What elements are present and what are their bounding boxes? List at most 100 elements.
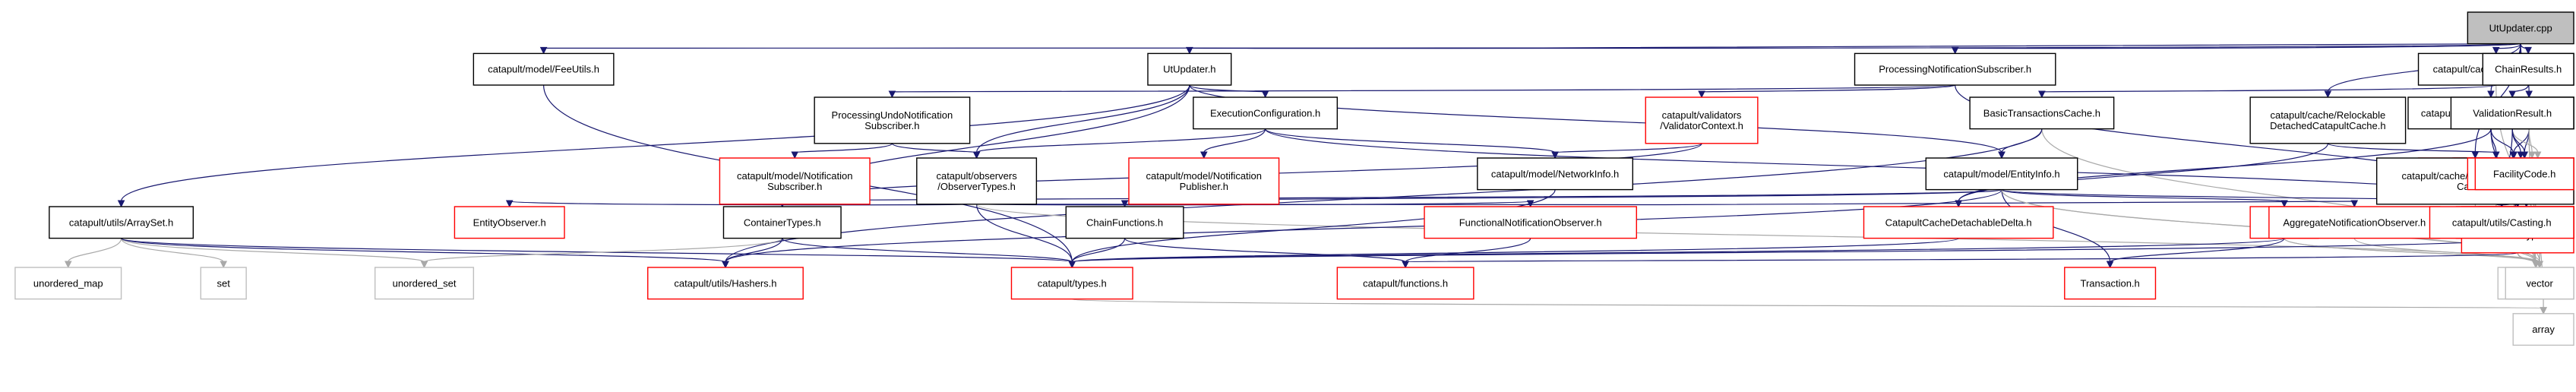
- arrowhead-hexfmt-to-iostream: [2528, 151, 2536, 160]
- node-label-pundo-0: ProcessingUndoNotification: [832, 109, 953, 121]
- edge-entityinfo-to-hashers: [725, 189, 2002, 263]
- arrowhead-containertypes-to-unordered_set: [420, 261, 428, 269]
- node-label-array-0: array: [2532, 324, 2555, 335]
- edge-entityinfo-to-block: [2001, 189, 2285, 202]
- node-modelnotifsub[interactable]: catapult/model/NotificationSubscriber.h: [719, 157, 871, 205]
- arrowhead-root-to-catcache: [2487, 90, 2495, 99]
- edge-ccdetachdelta-to-types: [1071, 238, 1959, 263]
- node-label-entityinfo-0: catapult/model/EntityInfo.h: [1943, 168, 2059, 179]
- edge-catcache-to-ccview: [2490, 128, 2514, 153]
- edge-validatortypes-to-functions: [1405, 252, 2518, 263]
- node-label-hashers-0: catapult/utils/Hashers.h: [674, 277, 776, 289]
- node-observertypes[interactable]: catapult/observers/ObserverTypes.h: [916, 157, 1038, 205]
- node-label-chainfunctions-0: ChainFunctions.h: [1086, 217, 1163, 228]
- edge-arrayset-to-unordered_map: [68, 238, 122, 263]
- node-unordered_set: unordered_set: [374, 267, 475, 300]
- arrowhead-root-to-utupdater_h: [1186, 46, 1193, 55]
- edge-utupdater_h-to-arrayset: [120, 84, 1190, 202]
- nodes-layer: UtUpdater.cpp catapult/model/FeeUtils.h Ut…: [14, 11, 2574, 346]
- node-valresult[interactable]: ValidationResult.h: [2450, 96, 2574, 130]
- edge-networkinfo-to-types: [1071, 189, 1556, 263]
- node-box-entityobserver: [454, 206, 565, 239]
- node-box-casting: [2429, 206, 2574, 239]
- arrowhead-validatortypes-to-functions: [1402, 261, 1409, 269]
- node-box-types: [1010, 267, 1133, 300]
- arrowhead-arrayset-to-set: [220, 261, 228, 269]
- edge-types-to-array: [1071, 299, 2544, 309]
- edge-utupdater_h-to-observertypes: [975, 84, 1190, 153]
- arrowhead-arrayset-to-unordered_map: [64, 261, 72, 269]
- arrowhead-valctx-to-networkinfo: [1551, 151, 1559, 160]
- node-utupdater_h[interactable]: UtUpdater.h: [1147, 52, 1232, 86]
- node-reloc[interactable]: catapult/cache/RelockableDetachedCatapul…: [2249, 96, 2407, 144]
- arrowhead-block-to-transaction: [2106, 261, 2114, 269]
- node-box-valresult: [2450, 96, 2574, 130]
- node-types[interactable]: catapult/types.h: [1010, 267, 1133, 300]
- edge-reloc-to-ccdelta: [2327, 143, 2497, 153]
- node-chainfunctions[interactable]: ChainFunctions.h: [1065, 206, 1184, 239]
- edge-containertypes-to-types: [782, 238, 1073, 263]
- node-entityinfo[interactable]: catapult/model/EntityInfo.h: [1925, 157, 2078, 191]
- node-label-arrayset-0: catapult/utils/ArraySet.h: [69, 217, 173, 228]
- node-ccdetachdelta[interactable]: CatapultCacheDetachableDelta.h: [1863, 206, 2054, 239]
- node-set: set: [200, 267, 247, 300]
- node-label-facilitycode-0: FacilityCode.h: [2493, 168, 2555, 179]
- node-box-basictx: [1969, 96, 2115, 130]
- node-hashers[interactable]: catapult/utils/Hashers.h: [647, 267, 804, 300]
- node-box-hashers: [647, 267, 804, 300]
- arrowhead-observertypes-to-aggnotifobs: [2350, 200, 2359, 208]
- node-aggnotifobs[interactable]: AggregateNotificationObserver.h: [2268, 206, 2441, 239]
- node-facilitycode[interactable]: FacilityCode.h: [2474, 157, 2574, 191]
- node-label-pns-0: ProcessingNotificationSubscriber.h: [1879, 64, 2031, 75]
- arrowhead-entityinfo-to-block: [2280, 200, 2288, 208]
- node-label-functions-0: catapult/functions.h: [1363, 277, 1448, 289]
- node-label-utupdater_h-0: UtUpdater.h: [1163, 64, 1215, 75]
- node-chainresults[interactable]: ChainResults.h: [2482, 52, 2574, 86]
- node-feeutils[interactable]: catapult/model/FeeUtils.h: [473, 52, 615, 86]
- node-pns[interactable]: ProcessingNotificationSubscriber.h: [1854, 52, 2056, 86]
- node-valctx[interactable]: catapult/validators/ValidatorContext.h: [1645, 96, 1759, 144]
- node-networkinfo[interactable]: catapult/model/NetworkInfo.h: [1477, 157, 1633, 191]
- node-basictx[interactable]: BasicTransactionsCache.h: [1969, 96, 2115, 130]
- edge-pns-to-valctx: [1701, 84, 1956, 93]
- node-label-transaction-0: Transaction.h: [2080, 277, 2139, 289]
- arrowhead-chainresults-to-valresult: [2508, 90, 2517, 99]
- arrowhead-containertypes-to-hashers: [722, 261, 729, 269]
- edge-execcfg-to-notifpub: [1203, 128, 1266, 153]
- node-transaction[interactable]: Transaction.h: [2064, 267, 2157, 300]
- node-entityobserver[interactable]: EntityObserver.h: [454, 206, 565, 239]
- arrowhead-pns-to-pundo: [888, 90, 896, 99]
- arrowhead-entityinfo-to-chainfunctions: [1120, 200, 1129, 208]
- edge-subcacheplugin-to-types: [1071, 238, 2516, 263]
- edge-utcache-to-basictx: [2041, 84, 2497, 93]
- edge-execcfg-to-observertypes: [975, 128, 1266, 153]
- arrowhead-basictx-to-entityinfo: [1998, 151, 2005, 160]
- arrowhead-types-to-array: [2540, 307, 2547, 315]
- node-funcnotifobs[interactable]: FunctionalNotificationObserver.h: [1424, 206, 1637, 239]
- node-label-types-0: catapult/types.h: [1038, 277, 1107, 289]
- node-label-vector-0: vector: [2526, 277, 2553, 289]
- node-label-reloc-1: DetachedCatapultCache.h: [2270, 120, 2386, 131]
- node-functions[interactable]: catapult/functions.h: [1336, 267, 1474, 300]
- node-box-functions: [1336, 267, 1474, 300]
- node-label-valctx-0: catapult/validators: [1662, 109, 1742, 121]
- node-unordered_map: unordered_map: [14, 267, 122, 300]
- node-root: UtUpdater.cpp: [2467, 11, 2574, 45]
- arrowhead-execcfg-to-observertypes: [972, 151, 981, 160]
- node-box-execcfg: [1193, 96, 1339, 130]
- node-arrayset[interactable]: catapult/utils/ArraySet.h: [49, 206, 194, 239]
- edge-chainfunctions-to-types: [1071, 238, 1126, 263]
- edge-root-to-utupdater_h: [1189, 43, 2521, 49]
- edge-basictx-to-entityinfo: [2001, 128, 2043, 153]
- node-casting[interactable]: catapult/utils/Casting.h: [2429, 206, 2574, 239]
- node-vector: vector: [2505, 267, 2574, 300]
- node-box-root: [2467, 11, 2574, 45]
- node-execcfg[interactable]: ExecutionConfiguration.h: [1193, 96, 1339, 130]
- node-box-funcnotifobs: [1424, 206, 1637, 239]
- node-array: array: [2512, 313, 2574, 346]
- node-containertypes[interactable]: ContainerTypes.h: [722, 206, 842, 239]
- node-label-unordered_set-0: unordered_set: [393, 277, 457, 289]
- edge-valresult-to-facilitycode: [2511, 128, 2525, 153]
